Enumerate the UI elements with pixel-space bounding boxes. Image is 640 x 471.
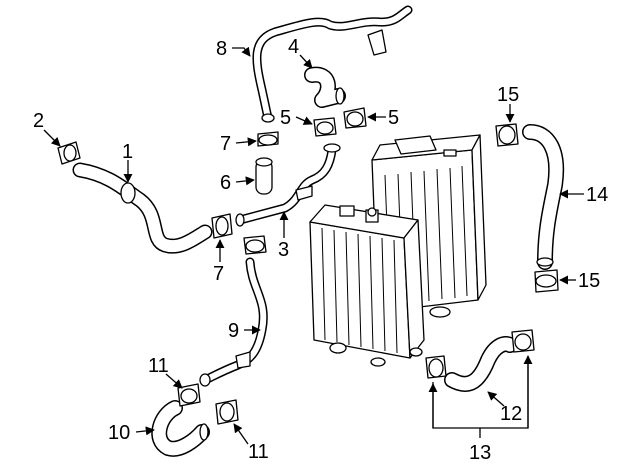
callout-11-upper: 11 <box>148 355 169 377</box>
callout-8: 8 <box>216 38 227 60</box>
callout-12: 12 <box>500 403 522 425</box>
pipe-part-3 <box>235 143 341 227</box>
callout-15-lower: 15 <box>578 270 600 292</box>
hose-part-1 <box>72 162 213 254</box>
callout-4: 4 <box>288 36 299 58</box>
clamp-part-5-left <box>313 117 337 137</box>
clamp-part-7-upper <box>257 131 279 147</box>
callout-14: 14 <box>586 184 608 206</box>
clamp-part-7-mid <box>243 235 267 255</box>
clamp-part-11-lower <box>215 399 239 425</box>
clamp-part-13-right <box>511 329 535 353</box>
callout-7-upper: 7 <box>220 133 231 155</box>
callout-3: 3 <box>278 239 289 261</box>
callout-13: 13 <box>469 442 491 464</box>
front-radiator <box>309 204 425 367</box>
clamp-part-15-lower <box>534 269 559 293</box>
short-hose-part-6 <box>255 157 273 195</box>
clamp-part-2 <box>57 141 81 165</box>
hose-part-14 <box>522 124 565 270</box>
clamp-part-15-upper <box>495 123 519 147</box>
callout-15-upper: 15 <box>497 84 519 106</box>
u-hose-part-10 <box>151 400 210 457</box>
callout-7-lower: 7 <box>213 263 224 285</box>
clamp-part-13-left <box>425 355 447 379</box>
pipe-part-8 <box>252 5 413 123</box>
callout-9: 9 <box>228 320 239 342</box>
clamp-part-7-lower <box>211 213 233 239</box>
clamp-part-11-upper <box>177 383 201 407</box>
callout-10: 10 <box>108 422 130 444</box>
callout-2: 2 <box>33 110 44 132</box>
clamp-part-5-right <box>343 107 367 129</box>
hose-part-12 <box>444 335 518 392</box>
callout-5-right: 5 <box>388 107 399 129</box>
callout-5-left: 5 <box>280 107 291 129</box>
callout-6: 6 <box>220 172 231 194</box>
pipe-part-9 <box>199 257 268 387</box>
elbow-hose-part-4 <box>304 66 346 108</box>
callout-1: 1 <box>122 141 133 163</box>
leader-lines <box>43 46 584 445</box>
callout-11-lower: 11 <box>248 441 269 463</box>
